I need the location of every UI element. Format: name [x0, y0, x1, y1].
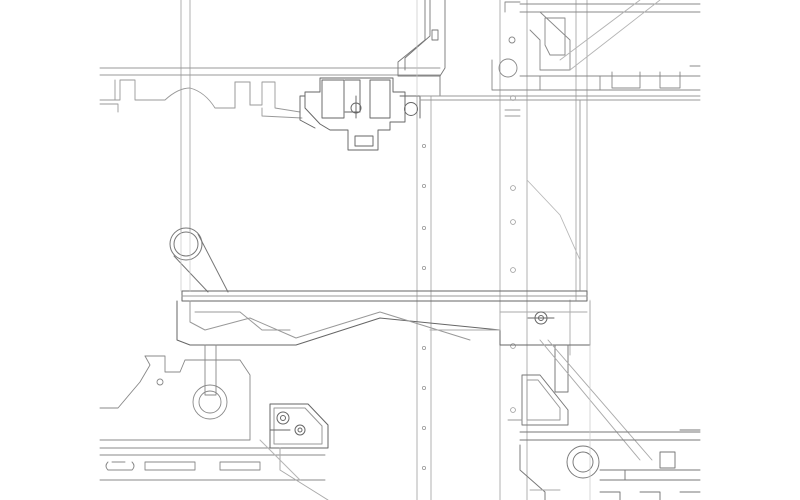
construction-lines: [180, 0, 591, 500]
vertical-rails: [180, 0, 588, 500]
middle-beam: [176, 290, 591, 346]
top-bracket: [299, 77, 421, 151]
lower-left-frame: [99, 344, 326, 481]
top-crossbar-left: [99, 67, 441, 119]
lower-left-bracket: [259, 403, 329, 500]
mid-right-panel: [504, 99, 581, 421]
lower-right-frame: [519, 339, 701, 500]
top-right-frame: [491, 0, 701, 91]
rail-holes: [421, 95, 516, 470]
upper-gusset: [397, 0, 701, 101]
diagonal-tube: [169, 227, 229, 293]
